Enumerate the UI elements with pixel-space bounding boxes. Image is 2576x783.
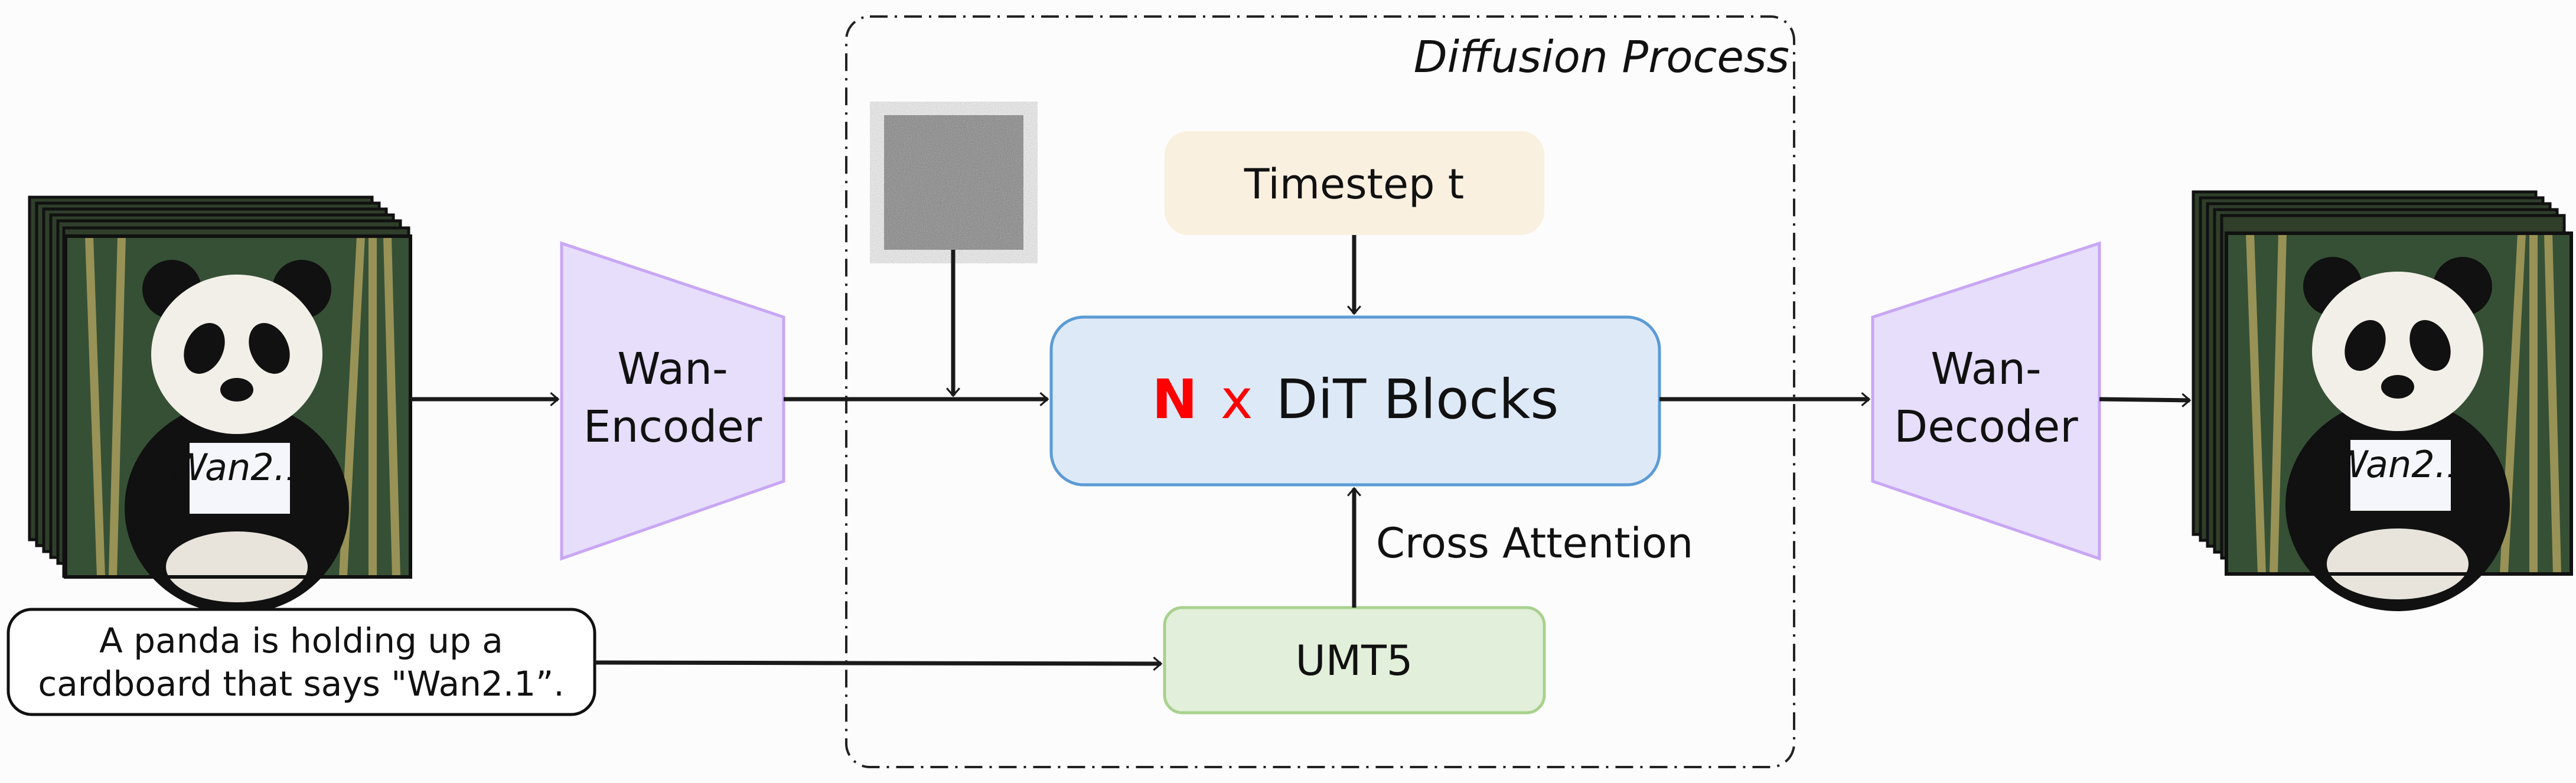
decoder-label-line1: Wan-: [1931, 344, 2041, 394]
input-sign-text: Wan2.1: [171, 446, 309, 489]
cross-attention-label: Cross Attention: [1376, 519, 1693, 567]
timestep-label: Timestep t: [1244, 160, 1464, 208]
input-video-frames: Wan2.1: [28, 195, 410, 614]
dit-times: x: [1221, 368, 1253, 431]
dit-count: N: [1152, 368, 1198, 431]
wan-encoder: [560, 241, 785, 561]
encoder-label-line1: Wan-: [617, 344, 728, 394]
output-sign-text: Wan2.1: [2332, 443, 2470, 486]
arrow-decoder-to-video: [2099, 393, 2192, 407]
encoder-label-line2: Encoder: [583, 402, 762, 452]
arrow-prompt-to-umt5: [594, 656, 1163, 671]
noise-texture: [884, 115, 1023, 250]
wan-decoder: [1871, 241, 2101, 561]
prompt-line1: A panda is holding up a: [99, 621, 503, 661]
decoder-label-line2: Decoder: [1894, 402, 2078, 452]
umt5-label: UMT5: [1296, 637, 1413, 685]
text-prompt-box: [6, 608, 596, 716]
prompt-line2: cardboard that says "Wan2.1”.: [38, 664, 564, 704]
diffusion-process-container: [845, 15, 1795, 768]
svg-text:N x DiT Blocks: N x DiT Blocks: [1152, 368, 1559, 431]
timestep-box: [1165, 131, 1544, 235]
output-video-frames: Wan2.1: [2192, 190, 2571, 611]
diffusion-process-title: Diffusion Process: [1414, 32, 1789, 83]
dit-label: DiT Blocks: [1276, 368, 1559, 431]
